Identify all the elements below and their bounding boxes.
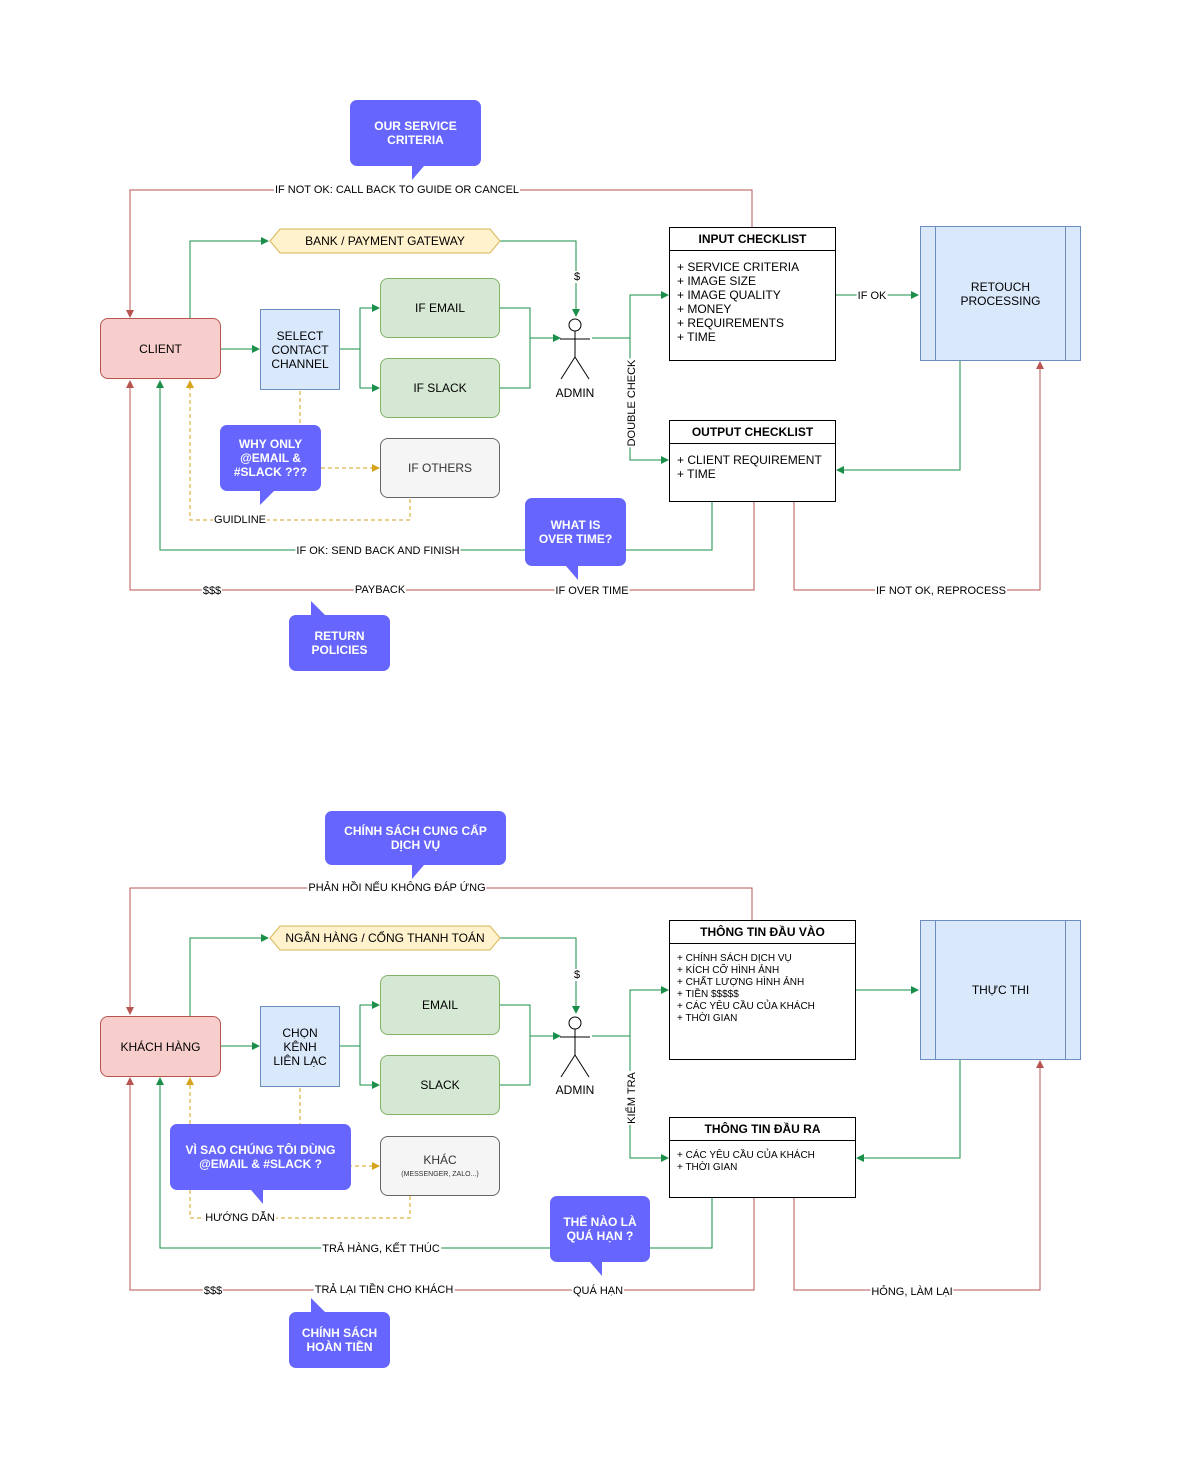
label-payback: PAYBACK	[353, 584, 407, 596]
label-money-vi: $$$	[202, 1285, 224, 1297]
gateway-shape-en	[269, 228, 501, 254]
edge-select-slack-vi	[359, 1046, 380, 1089]
callout-service-criteria-vi: CHÍNH SÁCH CUNG CẤP DỊCH VỤ	[325, 811, 506, 879]
input-checklist-items-vi: + CHÍNH SÁCH DỊCH VỤ + KÍCH CỠ HÌNH ẢNH …	[677, 953, 815, 1024]
edge-slack-admin-vi	[500, 1032, 561, 1086]
output-checklist-items: + CLIENT REQUIREMENT + TIME	[677, 453, 822, 481]
if-others-node[interactable]: IF OTHERS	[380, 438, 500, 498]
edge-email-admin-vi	[500, 1004, 531, 1036]
if-others-node-vi[interactable]: KHÁC (MESSENGER, ZALO...)	[380, 1136, 500, 1196]
edge-admin-input-vi	[592, 986, 669, 1037]
if-others-label-vi: KHÁC	[423, 1153, 457, 1167]
input-checklist-title: INPUT CHECKLIST	[670, 228, 835, 251]
callout-why-only-vi: VÌ SAO CHÚNG TÔI DÙNG @EMAIL & #SLACK ?	[170, 1124, 351, 1204]
output-checklist[interactable]: OUTPUT CHECKLIST + CLIENT REQUIREMENT + …	[669, 420, 836, 502]
callout-what-is-overtime-vi: THẾ NÀO LÀ QUÁ HẠN ?	[550, 1196, 650, 1276]
label-double-check: DOUBLE CHECK	[626, 358, 638, 448]
input-checklist-vi[interactable]: THÔNG TIN ĐẦU VÀO + CHÍNH SÁCH DỊCH VỤ +…	[669, 920, 856, 1060]
label-send-back: IF OK: SEND BACK AND FINISH	[295, 545, 461, 557]
label-payback-vi: TRẢ LẠI TIỀN CHO KHÁCH	[313, 1284, 455, 1296]
output-checklist-title: OUTPUT CHECKLIST	[670, 421, 835, 444]
if-slack-node[interactable]: IF SLACK	[380, 358, 500, 418]
edge-client-gateway	[189, 237, 269, 318]
input-checklist[interactable]: INPUT CHECKLIST + SERVICE CRITERIA + IMA…	[669, 227, 836, 361]
select-channel-node[interactable]: SELECT CONTACT CHANNEL	[260, 309, 340, 390]
admin-actor-vi	[560, 1016, 590, 1078]
output-checklist-vi[interactable]: THÔNG TIN ĐẦU RA + CÁC YÊU CẦU CỦA KHÁCH…	[669, 1117, 856, 1198]
if-email-node[interactable]: IF EMAIL	[380, 278, 500, 338]
label-overtime-vi: QUÁ HẠN	[571, 1285, 625, 1297]
edge-gateway-admin-vi	[500, 937, 580, 1014]
edge-select-email-vi	[340, 1001, 380, 1047]
client-node-vi[interactable]: KHÁCH HÀNG	[100, 1016, 221, 1077]
admin-label-vi: ADMIN	[555, 1083, 595, 1097]
label-send-back-vi: TRẢ HÀNG, KẾT THÚC	[321, 1243, 441, 1255]
input-checklist-items: + SERVICE CRITERIA + IMAGE SIZE + IMAGE …	[677, 260, 800, 344]
label-not-ok-callback: IF NOT OK: CALL BACK TO GUIDE OR CANCEL	[273, 184, 521, 196]
edge-slack-admin	[500, 334, 561, 389]
edge-guidline	[186, 380, 411, 521]
gateway-label-vi: NGÂN HÀNG / CỔNG THANH TOÁN	[285, 931, 485, 945]
if-email-node-vi[interactable]: EMAIL	[380, 975, 500, 1035]
edge-gateway-admin	[500, 240, 580, 317]
label-overtime: IF OVER TIME	[554, 585, 630, 597]
edge-email-admin	[500, 307, 531, 338]
label-money: $$$	[201, 585, 223, 597]
gateway-shape-vi	[269, 925, 501, 951]
if-slack-node-vi[interactable]: SLACK	[380, 1055, 500, 1115]
client-node[interactable]: CLIENT	[100, 318, 221, 379]
label-reprocess-vi: HỎNG, LÀM LẠI	[870, 1286, 954, 1298]
gateway-label: BANK / PAYMENT GATEWAY	[305, 234, 465, 248]
input-checklist-title-vi: THÔNG TIN ĐẦU VÀO	[670, 921, 855, 944]
callout-service-criteria: OUR SERVICE CRITERIA	[350, 100, 481, 180]
admin-actor-en	[560, 318, 590, 380]
edge-admin-input	[592, 291, 669, 339]
label-if-ok: IF OK	[856, 290, 888, 302]
output-checklist-title-vi: THÔNG TIN ĐẦU RA	[670, 1118, 855, 1141]
label-reprocess: IF NOT OK, REPROCESS	[875, 585, 1007, 597]
edge-select-email	[340, 304, 380, 350]
admin-label: ADMIN	[555, 386, 595, 400]
dollar-label: $	[572, 271, 582, 283]
label-guidline-vi: HƯỚNG DẪN	[204, 1212, 276, 1224]
edge-processing-output-vi	[856, 1060, 961, 1162]
processing-node-vi[interactable]: THỰC THI	[920, 920, 1081, 1060]
callout-return-policies-vi: CHÍNH SÁCH HOÀN TIỀN	[289, 1298, 390, 1368]
if-others-sub-vi: (MESSENGER, ZALO...)	[401, 1171, 479, 1178]
edge-client-gateway-vi	[189, 934, 269, 1016]
edge-processing-output	[836, 361, 961, 474]
output-checklist-items-vi: + CÁC YÊU CẦU CỦA KHÁCH + THỜI GIAN	[677, 1150, 815, 1173]
label-not-ok-callback-vi: PHẢN HỒI NẾU KHÔNG ĐÁP ỨNG	[307, 882, 487, 894]
dollar-label-vi: $	[572, 969, 582, 981]
callout-return-policies: RETURN POLICIES	[289, 601, 390, 671]
edge-payback	[126, 380, 755, 591]
callout-why-only: WHY ONLY @EMAIL & #SLACK ???	[220, 425, 321, 505]
label-guidline: GUIDLINE	[213, 514, 267, 526]
label-double-check-vi: KIỂM TRA	[626, 1071, 638, 1125]
callout-what-is-overtime: WHAT IS OVER TIME?	[525, 498, 626, 580]
edge-select-slack	[359, 349, 380, 392]
select-channel-node-vi[interactable]: CHỌN KÊNH LIÊN LẠC	[260, 1006, 340, 1087]
retouch-processing-node[interactable]: RETOUCH PROCESSING	[920, 226, 1081, 361]
